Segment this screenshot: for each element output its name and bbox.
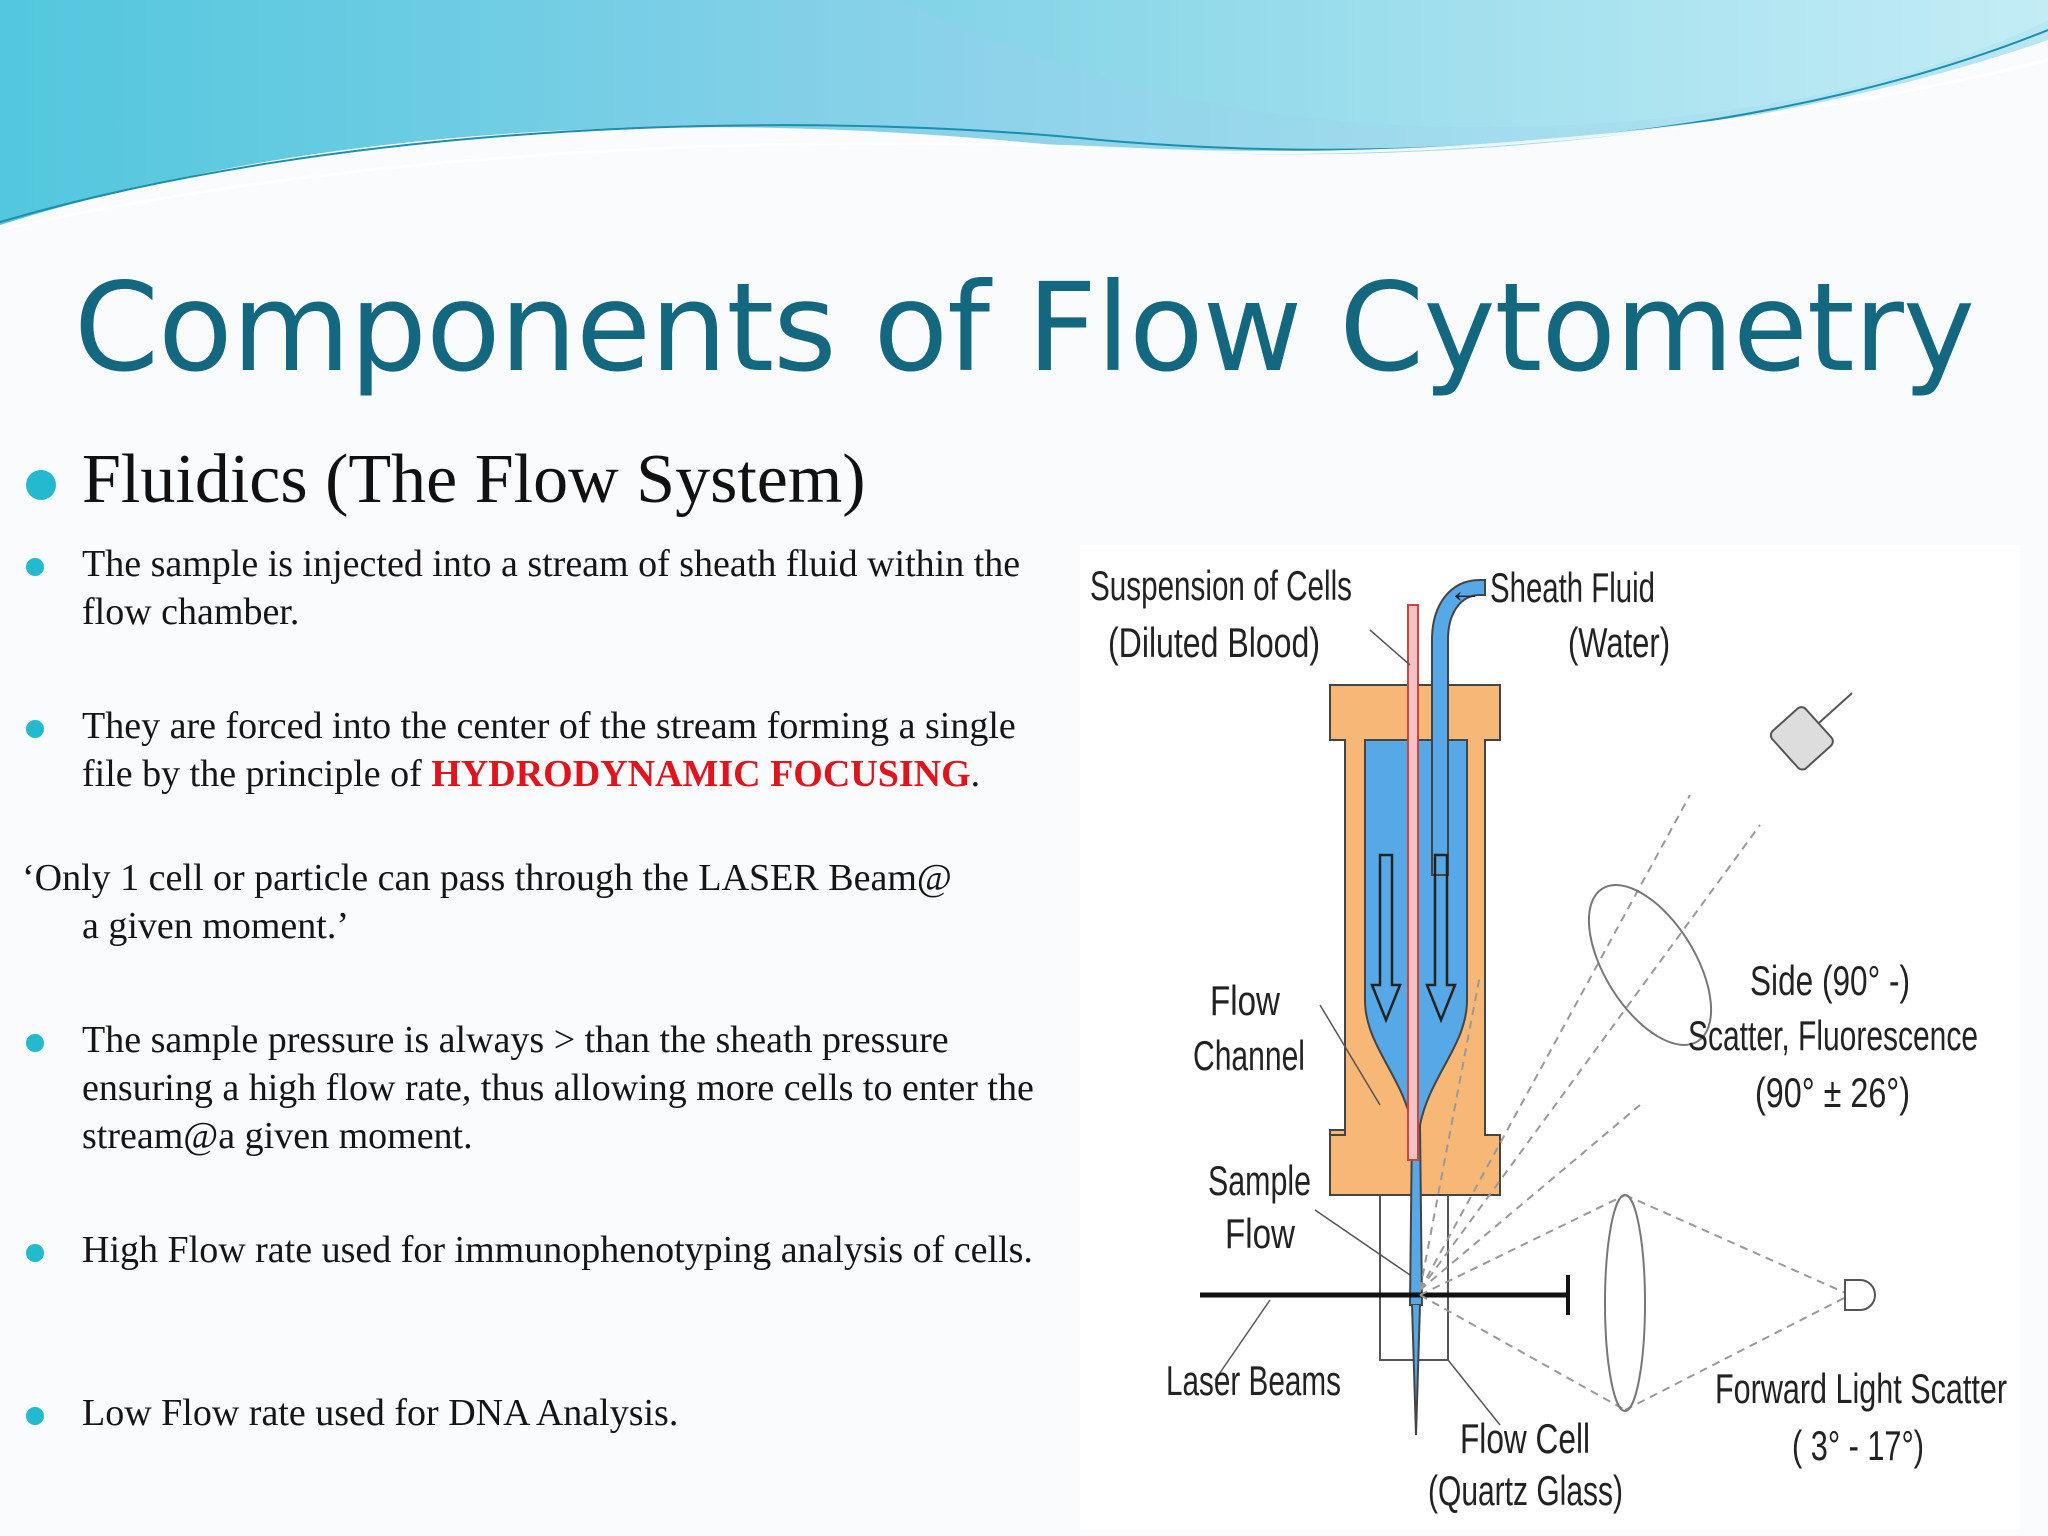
label-suspension-line1: Suspension of Cells bbox=[1090, 562, 1352, 609]
label-sample-flow-line1: Sample bbox=[1208, 1157, 1311, 1204]
slide-title: Components of Flow Cytometry bbox=[73, 257, 1975, 399]
section-heading: Fluidics (The Flow System) bbox=[26, 440, 866, 520]
bullet-text: The sample is injected into a stream of … bbox=[82, 543, 1021, 633]
hydrodynamic-focusing-highlight: HYDRODYNAMIC FOCUSING bbox=[431, 753, 971, 795]
bullet-dot-icon bbox=[26, 1244, 44, 1262]
bullet-dot-icon bbox=[26, 558, 44, 576]
flow-cell-diagram: Suspension of Cells (Diluted Blood) Shea… bbox=[1080, 545, 2020, 1530]
quote-line-1: ‘Only 1 cell or particle can pass throug… bbox=[22, 857, 952, 899]
label-sheath-line1: Sheath Fluid bbox=[1490, 564, 1655, 611]
forward-detector-icon bbox=[1844, 1279, 1876, 1311]
label-suspension-line2: (Diluted Blood) bbox=[1108, 619, 1320, 666]
bullet-text: High Flow rate used for immunophenotypin… bbox=[82, 1229, 1033, 1271]
section-heading-text: Fluidics (The Flow System) bbox=[82, 441, 866, 518]
label-forward-line2: ( 3° - 17°) bbox=[1792, 1422, 1924, 1469]
bullet-item: High Flow rate used for immunophenotypin… bbox=[26, 1226, 1042, 1274]
quote-note: ‘Only 1 cell or particle can pass throug… bbox=[22, 854, 1042, 950]
bullet-dot-icon bbox=[26, 470, 56, 500]
bullet-dot-icon bbox=[26, 720, 44, 738]
bullet-text-end: . bbox=[970, 753, 981, 795]
bullet-item: Low Flow rate used for DNA Analysis. bbox=[26, 1389, 1042, 1437]
label-laser-beams: Laser Beams bbox=[1166, 1357, 1341, 1404]
down-arrow-icon bbox=[1425, 853, 1457, 1024]
quote-line-2: a given moment.’ bbox=[82, 905, 349, 947]
bullet-text: Low Flow rate used for DNA Analysis. bbox=[82, 1392, 679, 1434]
side-scatter-cone bbox=[1419, 794, 1761, 1291]
bullet-dot-icon bbox=[26, 1034, 44, 1052]
label-forward-line1: Forward Light Scatter bbox=[1715, 1365, 2007, 1412]
sample-injection-needle bbox=[1407, 604, 1419, 1161]
label-flow-channel-line2: Channel bbox=[1193, 1032, 1305, 1079]
bullet-dot-icon bbox=[26, 1407, 44, 1425]
bullet-text: They are forced into the center of the s… bbox=[82, 705, 1016, 795]
bullet-item: The sample is injected into a stream of … bbox=[26, 540, 1042, 636]
label-side-line1: Side (90° -) bbox=[1750, 957, 1910, 1004]
label-flow-cell-line1: Flow Cell bbox=[1460, 1415, 1590, 1462]
label-side-line3: (90° ± 26°) bbox=[1755, 1069, 1910, 1116]
sheath-inlet-tube bbox=[1431, 579, 1486, 876]
bullet-text: The sample pressure is always > than the… bbox=[82, 1019, 1034, 1157]
bullet-item: The sample pressure is always > than the… bbox=[26, 1016, 1042, 1160]
down-arrow-icon bbox=[1370, 853, 1402, 1024]
label-sample-flow-line2: Flow bbox=[1225, 1210, 1296, 1257]
side-detector-icon bbox=[1769, 692, 1853, 771]
label-side-line2: Scatter, Fluorescence bbox=[1688, 1012, 1978, 1059]
forward-scatter-cone bbox=[1419, 1194, 1851, 1411]
header-wave-decoration bbox=[0, 0, 2048, 232]
forward-scatter-lens bbox=[1604, 1194, 1646, 1412]
bullet-item: They are forced into the center of the s… bbox=[26, 702, 1042, 798]
side-scatter-lens bbox=[1587, 884, 1713, 1046]
label-flow-channel-line1: Flow bbox=[1210, 977, 1281, 1024]
label-sheath-line2: (Water) bbox=[1568, 619, 1670, 666]
label-flow-cell-line2: (Quartz Glass) bbox=[1428, 1467, 1623, 1514]
left-arrow-icon: ← bbox=[1448, 572, 1482, 610]
